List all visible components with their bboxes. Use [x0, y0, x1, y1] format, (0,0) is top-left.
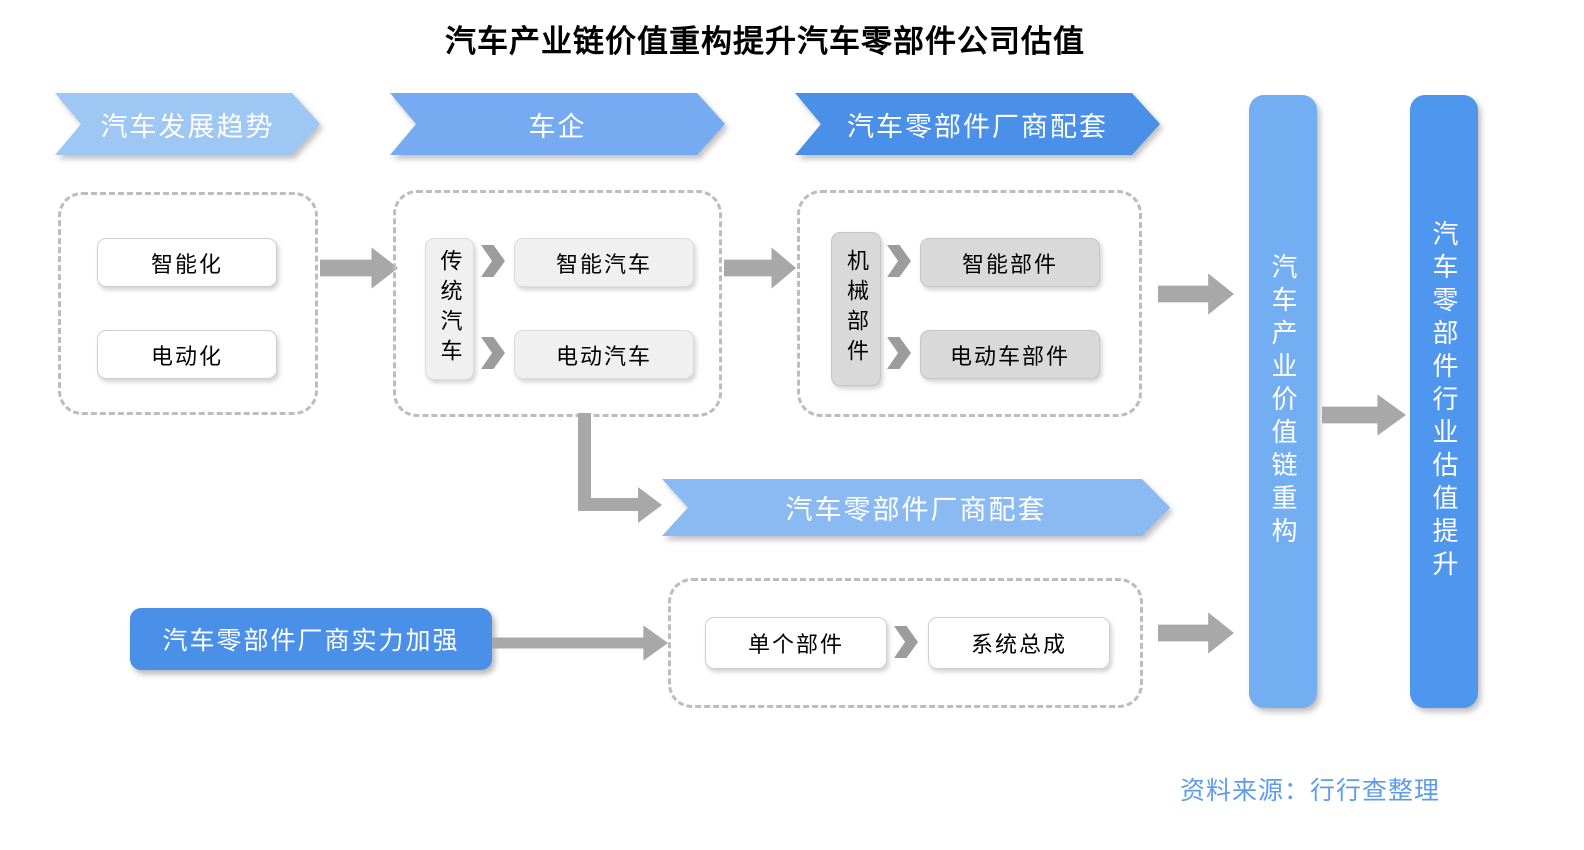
bar-valuation-uplift: 汽车零部件行业估值提升: [1410, 95, 1478, 708]
arrow-valuechain-to-valuation: [1322, 394, 1406, 436]
node-electrification-label: 电动化: [150, 343, 223, 369]
diagram-title: 汽车产业链价值重构提升汽车零部件公司估值: [445, 24, 1085, 59]
node-supplier-strength-label: 汽车零部件厂商实力加强: [162, 627, 460, 655]
banner-parts-matching: 汽车零部件厂商配套: [795, 93, 1160, 155]
node-smart-car: 智能汽车: [514, 238, 694, 287]
bar-valuation-uplift-label: 汽车零部件行业估值提升: [1429, 220, 1459, 583]
node-electric-car: 电动汽车: [514, 330, 694, 379]
node-electric-car-label: 电动汽车: [555, 343, 652, 369]
banner-oem-label: 车企: [390, 93, 725, 155]
node-mechanical-parts: 机械部件: [831, 232, 881, 386]
banner-parts-matching-mid-label: 汽车零部件厂商配套: [662, 479, 1170, 536]
group-parts: [797, 190, 1142, 417]
source-note: 资料来源：行行查整理: [1180, 777, 1441, 805]
arrow-strength-to-integration: [492, 625, 668, 661]
node-system-assembly-label: 系统总成: [970, 632, 1067, 657]
node-traditional-car-label: 传统汽车: [437, 249, 463, 369]
node-single-part: 单个部件: [705, 617, 887, 669]
connector-vertical: [578, 413, 591, 511]
node-smart-parts: 智能部件: [920, 238, 1100, 287]
group-integration: [668, 578, 1143, 708]
banner-oem: 车企: [390, 93, 725, 155]
arrow-trend-to-oem: [320, 247, 398, 289]
node-smartization-label: 智能化: [150, 251, 223, 277]
connector-horizontal: [578, 498, 638, 511]
bar-value-chain-restructure: 汽车产业价值链重构: [1249, 95, 1317, 708]
node-electrification: 电动化: [97, 330, 277, 379]
banner-auto-trend: 汽车发展趋势: [55, 93, 320, 155]
banner-parts-matching-mid: 汽车零部件厂商配套: [662, 479, 1170, 536]
bar-value-chain-restructure-label: 汽车产业价值链重构: [1268, 253, 1298, 550]
node-ev-parts: 电动车部件: [920, 330, 1100, 379]
banner-auto-trend-label: 汽车发展趋势: [55, 93, 320, 155]
arrow-parts-to-valuechain: [1158, 273, 1234, 315]
node-supplier-strength: 汽车零部件厂商实力加强: [130, 608, 492, 670]
node-mechanical-parts-label: 机械部件: [844, 249, 869, 369]
node-smart-car-label: 智能汽车: [555, 251, 652, 277]
node-traditional-car: 传统汽车: [425, 238, 474, 380]
group-auto-trend: [58, 192, 318, 415]
node-smartization: 智能化: [97, 238, 277, 287]
group-oem: [393, 190, 722, 417]
node-smart-parts-label: 智能部件: [961, 251, 1058, 277]
banner-parts-matching-label: 汽车零部件厂商配套: [795, 93, 1160, 155]
arrow-oem-to-parts: [724, 247, 796, 289]
arrow-integration-to-valuechain: [1158, 612, 1234, 654]
connector-arrowhead-icon: [638, 487, 662, 523]
node-ev-parts-label: 电动车部件: [949, 343, 1070, 369]
node-single-part-label: 单个部件: [747, 632, 844, 657]
node-system-assembly: 系统总成: [928, 617, 1110, 669]
